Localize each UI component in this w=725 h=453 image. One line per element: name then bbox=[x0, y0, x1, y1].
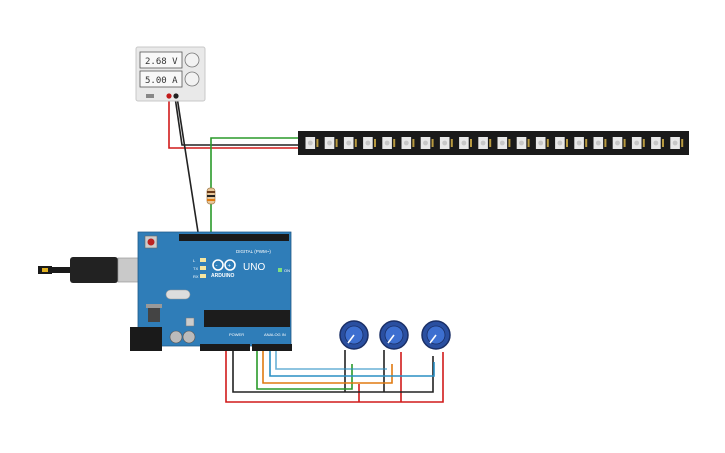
wire-red-5v[interactable] bbox=[225, 346, 444, 403]
brand-label: ARDUINO bbox=[211, 273, 234, 279]
power-header-label: POWER bbox=[229, 332, 244, 337]
resistor[interactable] bbox=[206, 187, 216, 205]
potentiometer-1[interactable] bbox=[339, 320, 369, 350]
wire-cyan-a3[interactable] bbox=[275, 346, 387, 370]
led-pixel bbox=[574, 137, 588, 149]
wire-green-data[interactable] bbox=[210, 137, 300, 232]
led-pixel bbox=[343, 137, 357, 149]
psu-terminal-positive[interactable] bbox=[166, 93, 172, 99]
potentiometers bbox=[339, 320, 451, 350]
led-pixel bbox=[670, 137, 684, 149]
wire-orange-a1[interactable] bbox=[262, 346, 393, 384]
led-pixel bbox=[401, 137, 415, 149]
wire-black-psu-arduino[interactable] bbox=[176, 96, 199, 233]
power-supply[interactable]: 2.68 V 5.00 A bbox=[135, 46, 206, 102]
microcontroller-chip bbox=[204, 310, 290, 327]
led-pixel bbox=[593, 137, 607, 149]
wires bbox=[168, 96, 444, 403]
led-pixel bbox=[439, 137, 453, 149]
led-label-l: L bbox=[193, 258, 196, 263]
led-pixel bbox=[459, 137, 472, 149]
led-pixel bbox=[305, 137, 319, 149]
power-header[interactable] bbox=[200, 344, 250, 351]
led-label-rx: RX bbox=[193, 274, 199, 279]
arduino-logo: - + bbox=[212, 259, 236, 271]
led-pixel bbox=[555, 137, 568, 149]
voltage-readout: 2.68 V bbox=[145, 57, 178, 67]
wire-black-gnd[interactable] bbox=[232, 346, 434, 393]
led-pixel bbox=[324, 137, 338, 149]
led-pixel bbox=[363, 137, 376, 149]
capacitor-1 bbox=[169, 330, 183, 344]
led-pixel bbox=[420, 137, 434, 149]
digital-header[interactable] bbox=[179, 234, 289, 241]
led-pixel bbox=[478, 137, 492, 149]
on-label: ON bbox=[284, 268, 290, 273]
wire-red-psu-strip[interactable] bbox=[168, 97, 300, 149]
led-pixel bbox=[516, 137, 530, 149]
arduino-board[interactable]: DIGITAL (PWM~) L TX RX - + ARDUINO UNO O… bbox=[130, 231, 292, 351]
potentiometer-3[interactable] bbox=[421, 320, 451, 350]
svg-text:+: + bbox=[228, 264, 232, 270]
led-pixel bbox=[631, 137, 645, 149]
led-pixel bbox=[535, 137, 549, 149]
led-pixel bbox=[651, 137, 664, 149]
analog-header[interactable] bbox=[252, 344, 292, 351]
wire-black-psu-strip[interactable] bbox=[174, 96, 300, 146]
psu-terminal-negative[interactable] bbox=[173, 93, 179, 99]
current-readout: 5.00 A bbox=[145, 76, 178, 86]
potentiometer-2[interactable] bbox=[379, 320, 409, 350]
wire-blue-a2[interactable] bbox=[269, 346, 435, 377]
current-knob[interactable] bbox=[184, 71, 200, 87]
power-jack[interactable] bbox=[130, 327, 162, 351]
led-label-tx: TX bbox=[193, 266, 198, 271]
model-label: UNO bbox=[243, 262, 265, 273]
voltage-knob[interactable] bbox=[184, 52, 200, 68]
led-pixel bbox=[497, 137, 511, 149]
led-strip[interactable] bbox=[298, 131, 689, 155]
led-pixel bbox=[382, 137, 396, 149]
svg-text:-: - bbox=[216, 263, 218, 269]
led-pixel bbox=[612, 137, 626, 149]
analog-header-label: ANALOG IN bbox=[264, 332, 286, 337]
digital-header-label: DIGITAL (PWM~) bbox=[236, 249, 271, 254]
crystal bbox=[165, 289, 191, 300]
capacitor-2 bbox=[182, 330, 196, 344]
